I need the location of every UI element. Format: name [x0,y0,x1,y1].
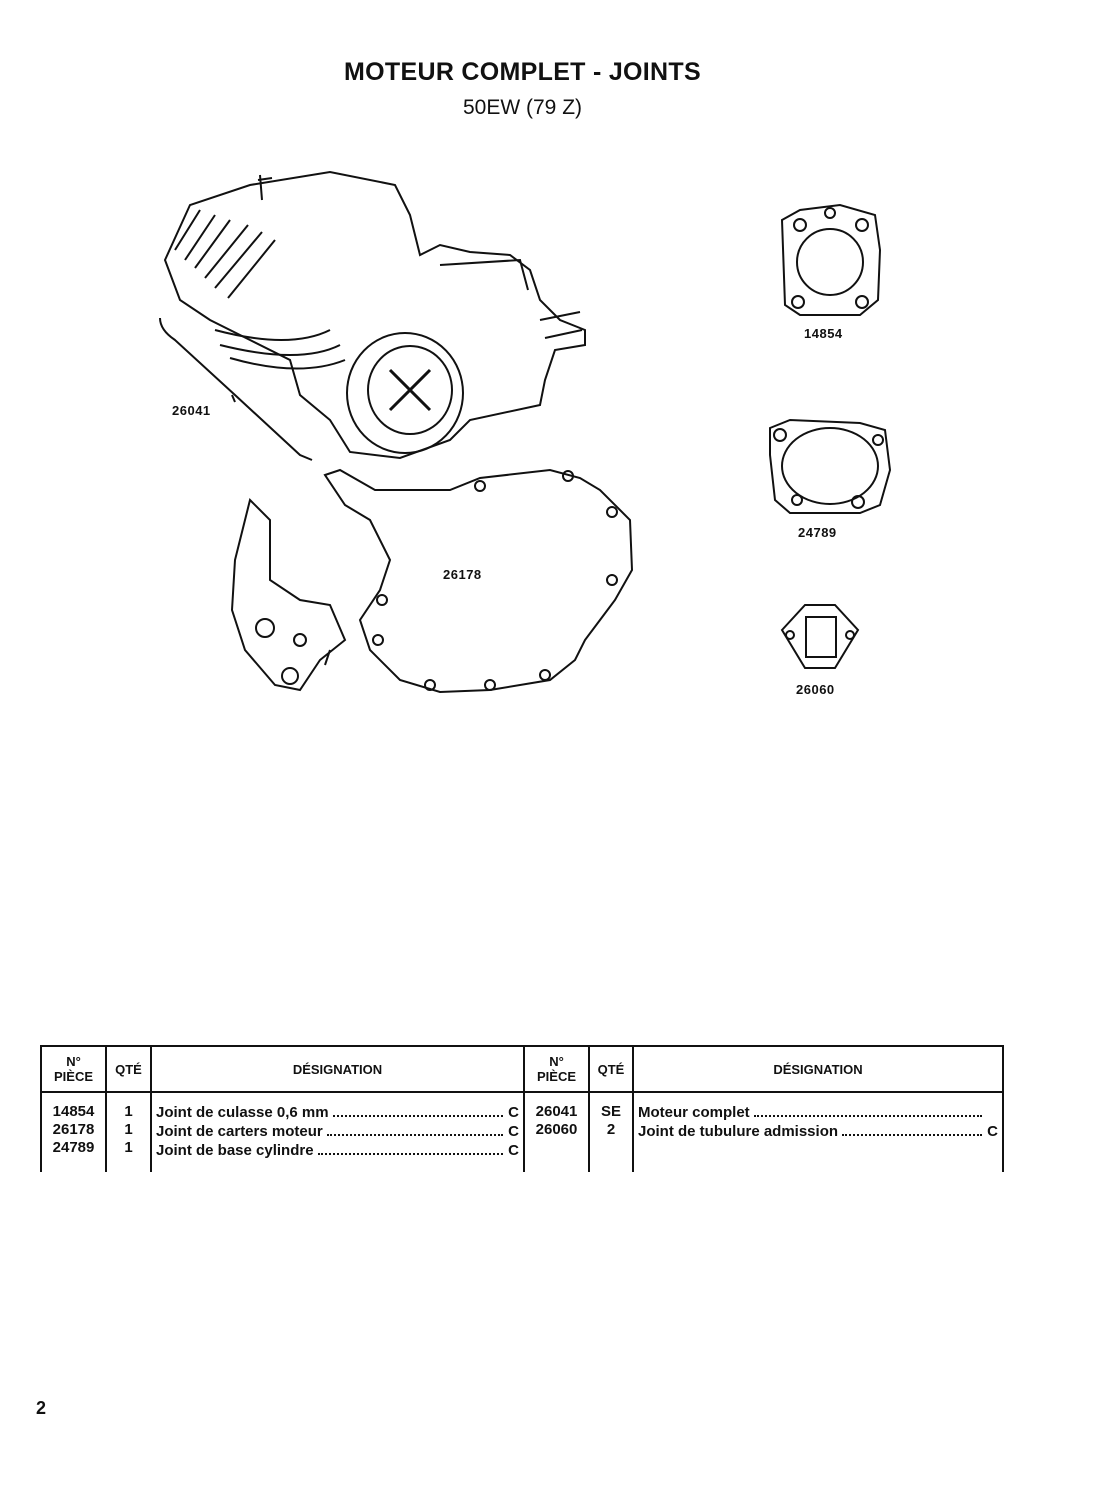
head-gasket-illustration [780,203,882,316]
designation: Moteur complet [638,1103,998,1122]
part-number: 14854 [52,1103,95,1120]
crankcase-gasket-illustration [230,468,634,694]
exploded-diagram [159,170,892,694]
header-qty: QTÉ [105,1045,152,1093]
quantity: 1 [124,1121,133,1138]
header-part-no: N°PIÈCE [523,1045,590,1093]
callout-14854: 14854 [804,326,843,341]
callout-26178: 26178 [443,567,482,582]
quantity: 1 [124,1139,133,1156]
engine-bracket [159,317,313,461]
header-designation: DÉSIGNATION [150,1045,525,1093]
quantity: 2 [606,1121,616,1138]
header-part-no: N°PIÈCE [40,1045,107,1093]
intake-gasket-illustration [780,604,860,669]
part-number: 24789 [52,1139,95,1156]
table-header-row: N°PIÈCE QTÉ DÉSIGNATION N°PIÈCE QTÉ DÉSI… [40,1045,1004,1093]
part-number: 26041 [535,1103,578,1120]
header-qty: QTÉ [588,1045,634,1093]
part-number: 26060 [535,1121,578,1138]
page-subtitle: 50EW (79 Z) [462,96,583,119]
header-designation: DÉSIGNATION [632,1045,1004,1093]
engine-illustration [163,170,586,460]
part-number: 26178 [52,1121,95,1138]
quantity: SE [600,1103,621,1120]
callout-24789: 24789 [798,525,837,540]
page-number: 2 [36,1398,47,1418]
callout-26060: 26060 [796,682,835,697]
page-title: MOTEUR COMPLET - JOINTS [344,58,701,86]
quantity: 1 [124,1103,133,1120]
base-gasket-illustration [769,418,892,514]
parts-table: N°PIÈCE QTÉ DÉSIGNATION N°PIÈCE QTÉ DÉSI… [40,1045,1004,1172]
callout-26041: 26041 [172,403,211,418]
